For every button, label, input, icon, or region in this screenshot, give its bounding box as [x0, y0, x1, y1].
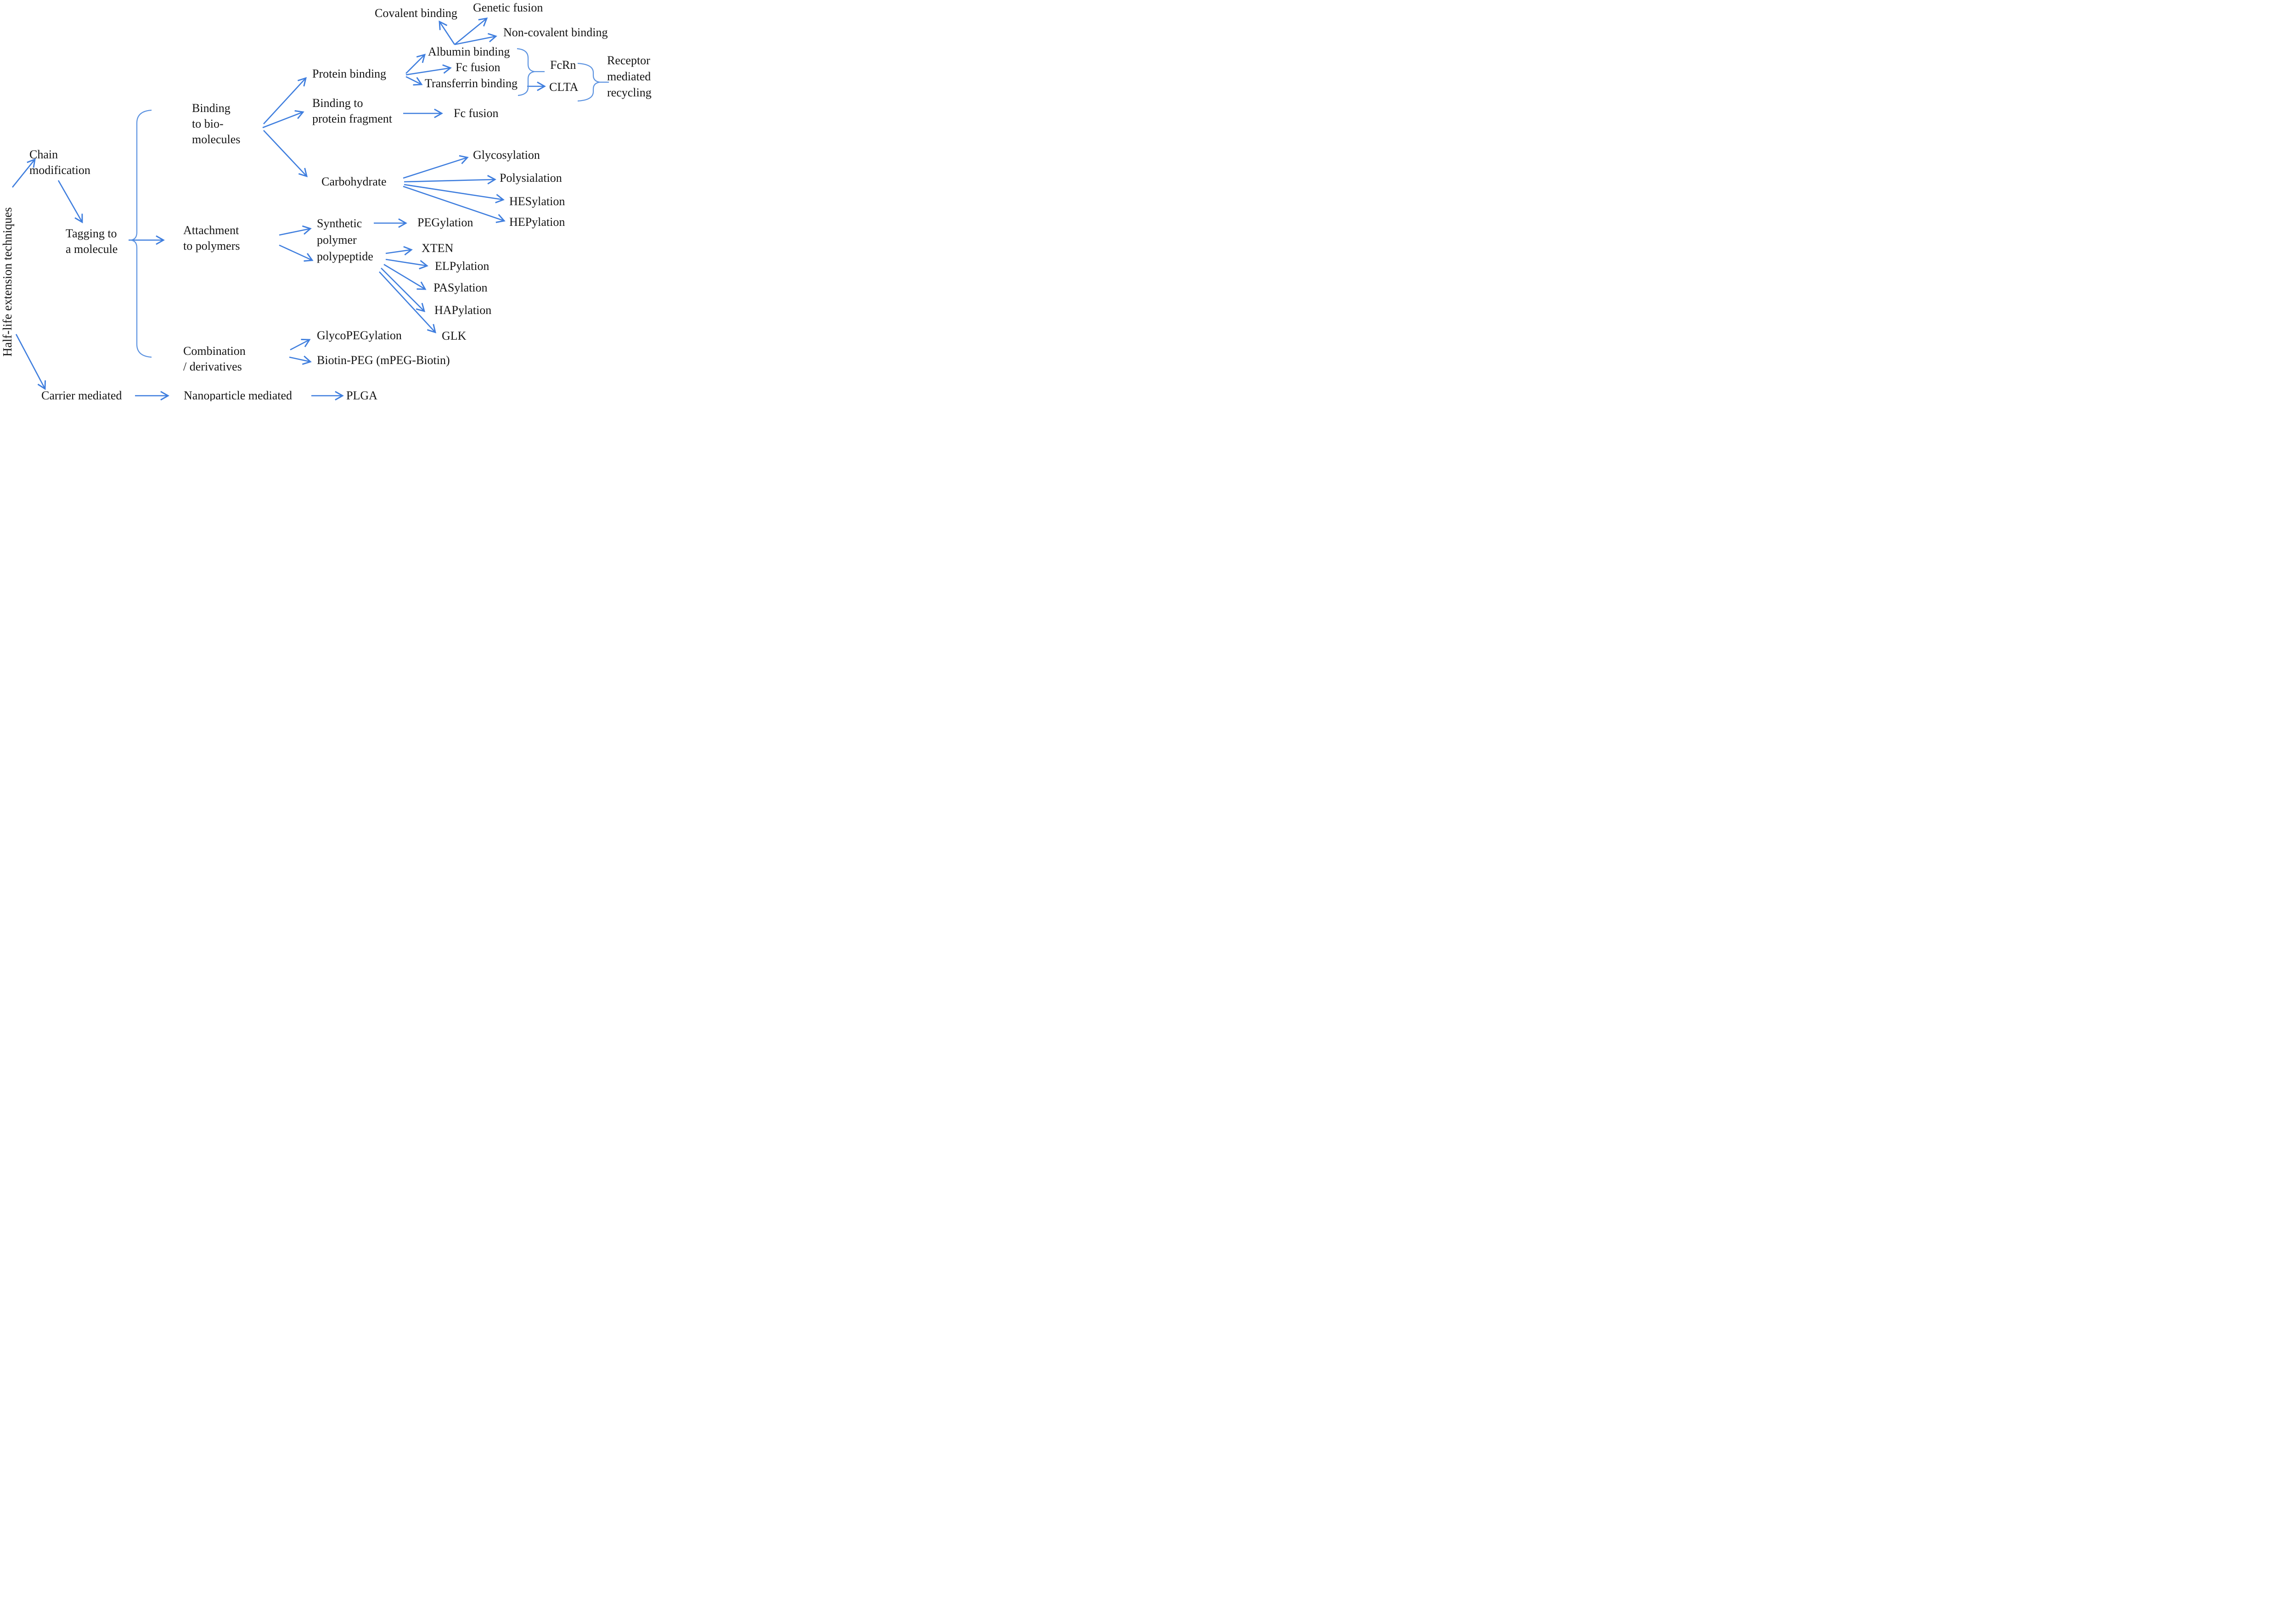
arrow-root-to-chain-modification	[11, 158, 36, 188]
arrow-polypeptide-to-xten	[385, 246, 413, 256]
node-covalent-binding: Covalent binding	[375, 6, 457, 20]
node-tagging-to-a-molecule: Tagging to a molecule	[66, 227, 118, 256]
arrow-attachment-to-synthetic	[279, 225, 312, 236]
node-fc-fusion-fragment: Fc fusion	[454, 107, 499, 120]
arrow-fan-to-non-covalent	[454, 33, 497, 45]
node-carbohydrate: Carbohydrate	[321, 175, 387, 188]
arrow-carbohydrate-to-hepylation	[403, 185, 506, 223]
arrow-polypeptide-to-hapylation	[381, 268, 426, 313]
arrow-carbohydrate-to-polysialation	[404, 175, 496, 185]
node-biotin-peg: Biotin-PEG (mPEG-Biotin)	[317, 353, 450, 367]
node-elpylation: ELPylation	[435, 259, 490, 273]
node-combination-derivatives: Combination / derivatives	[183, 344, 246, 373]
arrow-combination-to-glycopegylation	[290, 338, 311, 351]
brace-albumin-fcfusion-to-fcrn	[517, 48, 535, 96]
node-albumin-binding: Albumin binding	[428, 45, 510, 58]
arrow-root-to-carrier-mediated	[15, 334, 46, 390]
node-glycosylation: Glycosylation	[473, 148, 540, 162]
node-nanoparticle-mediated: Nanoparticle mediated	[184, 389, 293, 401]
arrow-fan-to-genetic-fusion	[454, 17, 488, 45]
node-receptor-mediated-recycling: Receptor mediated recycling	[607, 54, 652, 99]
node-hesylation: HESylation	[509, 195, 565, 208]
arrow-chain-to-tagging	[57, 180, 83, 224]
arrow-combination-to-biotin-peg	[289, 355, 312, 365]
half-life-extension-diagram: Half-life extension techniques Chain mod…	[0, 0, 653, 401]
arrow-attachment-to-polypeptide	[279, 244, 314, 262]
node-fc-fusion: Fc fusion	[456, 61, 501, 74]
node-genetic-fusion: Genetic fusion	[473, 1, 543, 14]
arrow-protein-to-albumin	[405, 53, 426, 74]
node-glycopegylation: GlycoPEGylation	[317, 329, 402, 342]
node-synthetic-polymer-polypeptide: Synthetic polymer polypeptide	[317, 217, 373, 263]
arrow-fan-to-covalent-binding	[439, 20, 456, 45]
node-plga: PLGA	[346, 389, 377, 401]
node-polysialation: Polysialation	[500, 171, 562, 185]
node-protein-binding: Protein binding	[312, 67, 387, 80]
node-attachment-to-polymers: Attachment to polymers	[183, 224, 240, 252]
arrow-biomolecules-to-carbohydrate	[263, 130, 308, 178]
arrow-carbohydrate-to-glycosylation	[403, 155, 469, 179]
arrow-protein-to-transferrin	[405, 76, 423, 86]
arrow-protein-to-fc-fusion	[405, 64, 452, 76]
arrow-biomolecules-to-protein-fragment	[262, 110, 304, 129]
node-pasylation: PASylation	[433, 281, 488, 294]
diagram-title-half-life-extension-techniques: Half-life extension techniques	[0, 207, 14, 357]
node-glk: GLK	[442, 329, 467, 342]
node-pegylation: PEGylation	[417, 216, 473, 229]
node-hepylation: HEPylation	[509, 215, 565, 229]
node-hapylation: HAPylation	[434, 303, 492, 317]
node-carrier-mediated: Carrier mediated	[41, 389, 122, 401]
brace-tagging-categories	[130, 109, 152, 358]
arrow-polypeptide-to-elpylation	[385, 258, 428, 269]
arrow-polypeptide-to-glk	[379, 271, 436, 334]
node-clta: CLTA	[549, 80, 579, 94]
node-binding-to-protein-fragment: Binding to protein fragment	[312, 96, 392, 125]
arrow-carbohydrate-to-hesylation	[404, 184, 505, 203]
node-binding-to-biomolecules: Binding to bio- molecules	[192, 101, 241, 146]
node-transferrin-binding: Transferrin binding	[425, 77, 518, 90]
brace-fcrn-clta-to-receptor	[577, 62, 600, 102]
connector-layer	[11, 17, 609, 401]
arrow-polypeptide-to-pasylation	[383, 264, 427, 290]
node-fcrn: FcRn	[550, 58, 576, 72]
arrow-biomolecules-to-protein-binding	[263, 77, 307, 124]
node-chain-modification: Chain modification	[29, 148, 90, 177]
node-non-covalent-binding: Non-covalent binding	[503, 26, 608, 39]
node-xten: XTEN	[422, 241, 454, 255]
